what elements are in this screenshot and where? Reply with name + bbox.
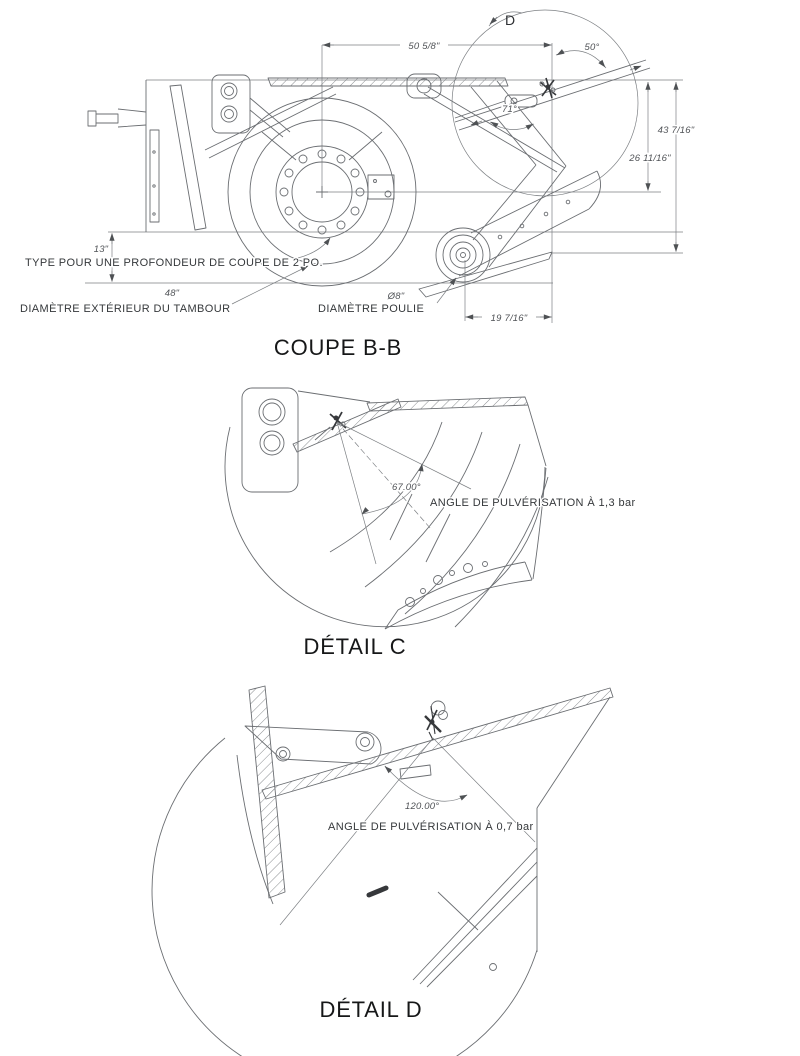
svg-text:Ø8": Ø8" <box>387 291 405 302</box>
detail-c-housing <box>241 387 547 493</box>
dim-nozzle-angle: 50° <box>585 42 600 53</box>
detail-d-boundary <box>151 737 538 1056</box>
svg-text:13": 13" <box>94 244 109 255</box>
svg-text:26 11/16": 26 11/16" <box>628 153 671 164</box>
dimension-height-pulley: 43 7/16" <box>656 82 696 252</box>
dimension-cut-zone: 13" <box>92 233 115 282</box>
detail-c-title: DÉTAIL C <box>303 634 407 659</box>
spray-nozzle-icon <box>424 700 448 741</box>
spray-cone-c: 67.00° ANGLE DE PULVÉRISATION À 1,3 bar <box>336 421 636 565</box>
spray-label-d: ANGLE DE PULVÉRISATION À 0,7 bar <box>328 820 534 833</box>
coupe-bb-drawing: D 50° 71° 50 5/8" 26 11/16" 43 7 <box>19 9 696 326</box>
spray-angle-d: 120.00° <box>405 801 439 812</box>
cut-depth-note: TYPE POUR UNE PROFONDEUR DE COUPE DE 2 P… <box>24 237 331 270</box>
coupe-bb-title: COUPE B-B <box>273 335 403 360</box>
detail-c-drawing: 67.00° ANGLE DE PULVÉRISATION À 1,3 bar <box>224 387 636 630</box>
dimension-top-width: 50 5/8" <box>322 40 552 54</box>
detail-d-circle: D 50° 71° <box>451 9 651 197</box>
drum-diameter-label: DIAMÈTRE EXTÉRIEUR DU TAMBOUR <box>20 302 230 315</box>
machine-housing <box>87 73 566 232</box>
detail-c-drum-arcs <box>329 421 549 628</box>
detail-d-title: DÉTAIL D <box>319 997 423 1022</box>
detail-d-marker: D <box>505 12 515 28</box>
spray-nozzle-icon <box>314 411 347 441</box>
spray-nozzle-icon <box>539 77 557 99</box>
dim-bar-angle: 71° <box>502 104 517 115</box>
drive-pulley <box>418 80 602 298</box>
spray-label-c: ANGLE DE PULVÉRISATION À 1,3 bar <box>430 496 636 509</box>
cutting-drum <box>227 97 417 287</box>
detail-d-structure <box>236 685 614 988</box>
svg-text:50 5/8": 50 5/8" <box>408 41 440 52</box>
svg-text:43 7/16": 43 7/16" <box>658 125 695 136</box>
dimension-height-drum-center: 26 11/16" <box>627 82 672 191</box>
drum-diameter-callout: 48" DIAMÈTRE EXTÉRIEUR DU TAMBOUR <box>19 265 309 316</box>
slot-mark <box>366 885 389 898</box>
detail-c-bolt-flange <box>384 561 533 630</box>
spray-angle-c: 67.00° <box>392 482 421 493</box>
detail-d-drawing: 120.00° ANGLE DE PULVÉRISATION À 0,7 bar <box>151 685 614 1056</box>
detail-c-boundary <box>224 426 546 628</box>
pulley-diameter-callout: Ø8" DIAMÈTRE POULIE <box>317 277 457 316</box>
dimension-pulley-to-nozzle: 19 7/16" <box>465 312 552 326</box>
svg-text:19 7/16": 19 7/16" <box>491 313 528 324</box>
pulley-diameter-label: DIAMÈTRE POULIE <box>318 302 424 315</box>
svg-text:TYPE POUR UNE PROFONDEUR DE CO: TYPE POUR UNE PROFONDEUR DE COUPE DE 2 P… <box>25 257 323 269</box>
svg-text:48": 48" <box>165 288 180 299</box>
spray-cone-d: 120.00° ANGLE DE PULVÉRISATION À 0,7 bar <box>279 737 536 926</box>
